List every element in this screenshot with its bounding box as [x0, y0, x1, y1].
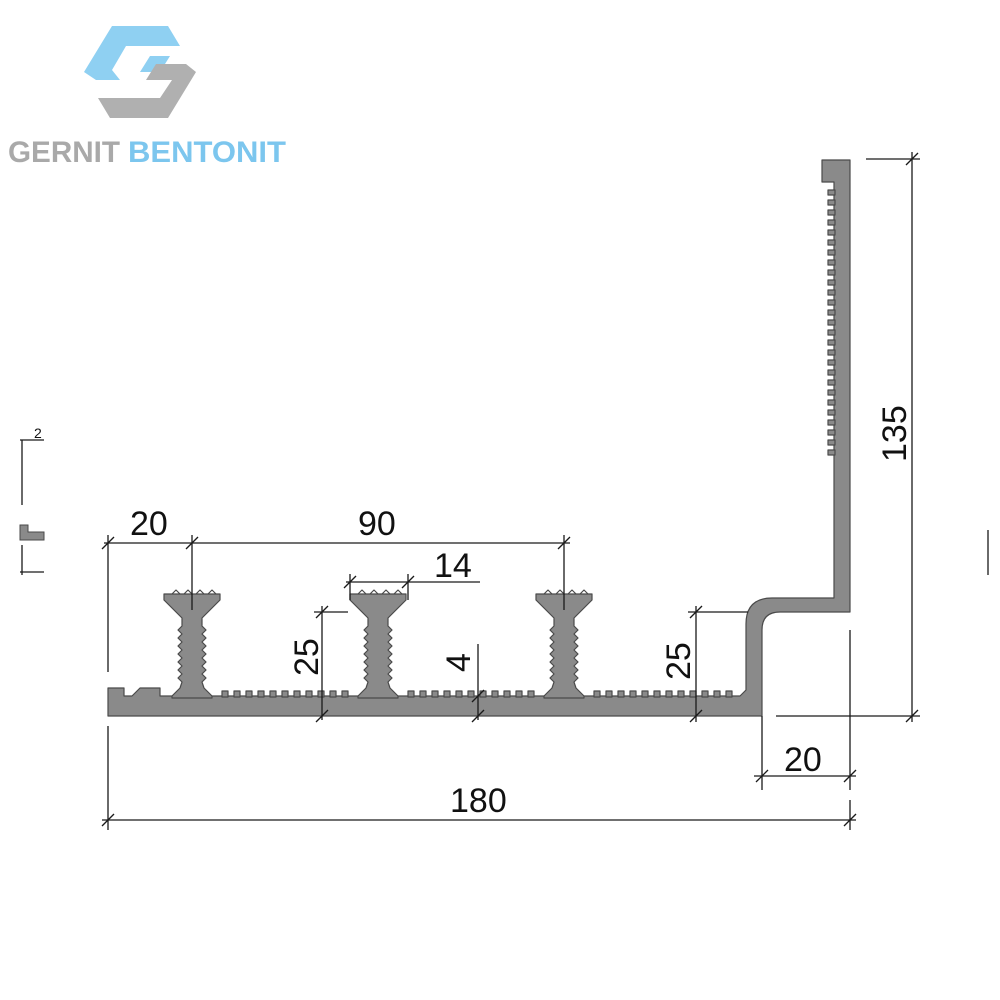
base-rib [419, 690, 427, 698]
anchor-rib-2 [349, 589, 407, 699]
base-rib [431, 690, 439, 698]
leg-serration [827, 299, 836, 306]
base-rib [725, 690, 733, 698]
base-rib [317, 690, 325, 698]
leg-serration [827, 419, 836, 426]
dim-corner-width: 20 [784, 741, 822, 779]
leg-serration [827, 319, 836, 326]
base-rib [617, 690, 625, 698]
base-rib [245, 690, 253, 698]
leg-serration [827, 359, 836, 366]
dimension-lines [101, 152, 989, 830]
base-rib [677, 690, 685, 698]
detail-label: 2 [34, 425, 42, 441]
base-rib [221, 690, 229, 698]
base-rib [467, 690, 475, 698]
base-rib [701, 690, 709, 698]
base-rib [503, 690, 511, 698]
profile-body [107, 159, 851, 717]
dim-rib-height: 4 [440, 653, 478, 672]
leg-serration [827, 349, 836, 356]
leg-serrations [827, 189, 836, 456]
leg-serration [827, 219, 836, 226]
leg-serration [827, 189, 836, 196]
base-rib [281, 690, 289, 698]
base-rib [293, 690, 301, 698]
leg-serration [827, 429, 836, 436]
leg-serration [827, 279, 836, 286]
dim-total-width: 180 [450, 782, 507, 820]
leg-serration [827, 289, 836, 296]
leg-serration [827, 399, 836, 406]
dim-step-height: 25 [660, 642, 698, 680]
base-rib [443, 690, 451, 698]
dim-flange-edge: 20 [130, 505, 168, 543]
dim-anchor-head: 14 [434, 547, 472, 585]
leg-serration [827, 259, 836, 266]
base-rib [527, 690, 535, 698]
leg-serration [827, 309, 836, 316]
base-rib [341, 690, 349, 698]
leg-serration [827, 249, 836, 256]
base-ribs [221, 690, 733, 698]
base-rib [233, 690, 241, 698]
leg-serration [827, 239, 836, 246]
base-rib [269, 690, 277, 698]
leg-serration [827, 409, 836, 416]
dim-total-height: 135 [876, 405, 914, 462]
base-rib [689, 690, 697, 698]
brand-word-bentonit: BENTONIT [128, 136, 286, 169]
leg-serration [827, 229, 836, 236]
base-rib [407, 690, 415, 698]
base-rib [641, 690, 649, 698]
base-rib [305, 690, 313, 698]
base-rib [653, 690, 661, 698]
leg-serration [827, 269, 836, 276]
base-rib [491, 690, 499, 698]
leg-serration [827, 449, 836, 456]
waterstop-profile [107, 159, 851, 717]
dim-anchor-height: 25 [288, 638, 326, 676]
base-rib [593, 690, 601, 698]
base-rib [455, 690, 463, 698]
base-rib [713, 690, 721, 698]
leg-serration [827, 329, 836, 336]
leg-serration [827, 369, 836, 376]
leg-serration [827, 439, 836, 446]
base-rib [257, 690, 265, 698]
base-rib [665, 690, 673, 698]
brand-word-gernit: GERNIT [8, 136, 120, 169]
brand-logo: GERNIT BENTONIT [8, 26, 286, 169]
base-rib [329, 690, 337, 698]
dim-anchor-span: 90 [358, 505, 396, 543]
base-rib [605, 690, 613, 698]
leg-serration [827, 339, 836, 346]
dimension-labels: 20 90 14 25 4 25 135 20 180 [130, 405, 914, 820]
leg-serration [827, 379, 836, 386]
leg-serration [827, 209, 836, 216]
edge-detail: 2 [19, 425, 45, 575]
hexagon-mark-gray [98, 64, 196, 118]
base-rib [629, 690, 637, 698]
leg-serration [827, 199, 836, 206]
base-rib [515, 690, 523, 698]
leg-serration [827, 389, 836, 396]
